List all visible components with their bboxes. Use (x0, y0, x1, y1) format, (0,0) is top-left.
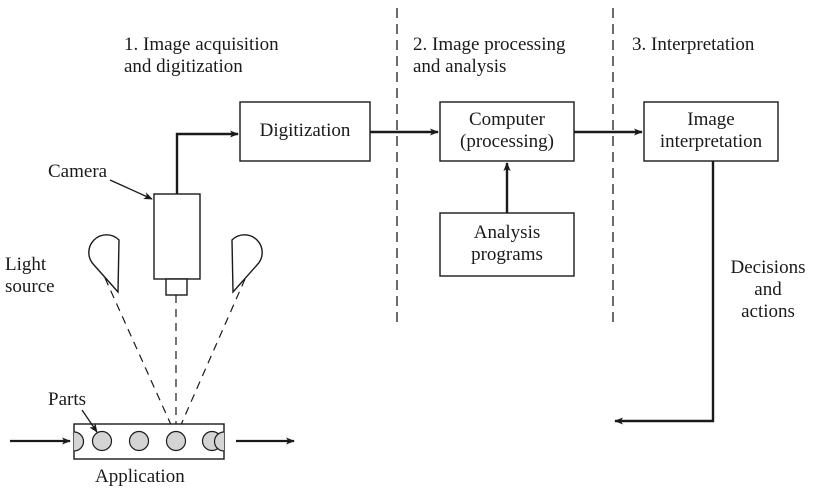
stage-1-line1: 1. Image acquisition (124, 34, 279, 55)
light-source-right (231, 234, 263, 294)
parts-label: Parts (48, 389, 86, 410)
part (165, 430, 187, 452)
stage-2-heading: 2. Image processing and analysis (413, 34, 565, 78)
light-source-label-line1: Light (5, 254, 47, 275)
stage-2-line2: and analysis (413, 56, 507, 77)
decisions-label-line1: Decisions (730, 257, 806, 278)
stage-1-line2: and digitization (124, 56, 243, 77)
camera-body (153, 193, 201, 280)
computer-label-line2: (processing) (460, 131, 554, 152)
interpretation-label-line2: interpretation (659, 131, 763, 152)
stage-2-line1: 2. Image processing (413, 34, 566, 55)
light-source-left (88, 234, 120, 294)
computer-label: Computer (processing) (440, 109, 574, 153)
part-partial-right (213, 431, 225, 452)
interpretation-label-line1: Image (687, 109, 735, 130)
stage-1-heading: 1. Image acquisition and digitization (124, 34, 279, 78)
part (91, 430, 113, 452)
application-label: Application (95, 466, 185, 487)
camera-label: Camera (48, 161, 108, 182)
analysis-label: Analysis programs (440, 222, 574, 266)
camera-to-digitization-arrow (175, 130, 239, 194)
decisions-label-line2: and (754, 279, 782, 300)
stage-3-heading: 3. Interpretation (632, 34, 754, 56)
light-source-label: Light source (5, 254, 55, 298)
camera-lens (165, 278, 188, 296)
part (128, 430, 150, 452)
decisions-label-line3: actions (741, 301, 795, 322)
computer-box (439, 101, 575, 162)
interpretation-box (643, 101, 779, 162)
analysis-label-line1: Analysis (473, 222, 541, 243)
decisions-label: Decisions and actions (716, 257, 820, 323)
parts-pointer-arrow (81, 409, 98, 433)
camera-pointer-arrow (109, 179, 153, 200)
decisions-feedback-arrow (614, 161, 715, 425)
interpretation-label: Image interpretation (644, 109, 778, 153)
digitization-box (239, 101, 371, 162)
light-ray-left (104, 277, 173, 428)
light-ray-right (179, 278, 246, 428)
analysis-label-line2: programs (471, 244, 543, 265)
computer-label-line1: Computer (469, 109, 545, 130)
stage-3-line1: 3. Interpretation (632, 34, 755, 55)
light-source-label-line2: source (5, 276, 55, 297)
digitization-label: Digitization (259, 120, 351, 141)
part-partial-left (73, 431, 85, 452)
